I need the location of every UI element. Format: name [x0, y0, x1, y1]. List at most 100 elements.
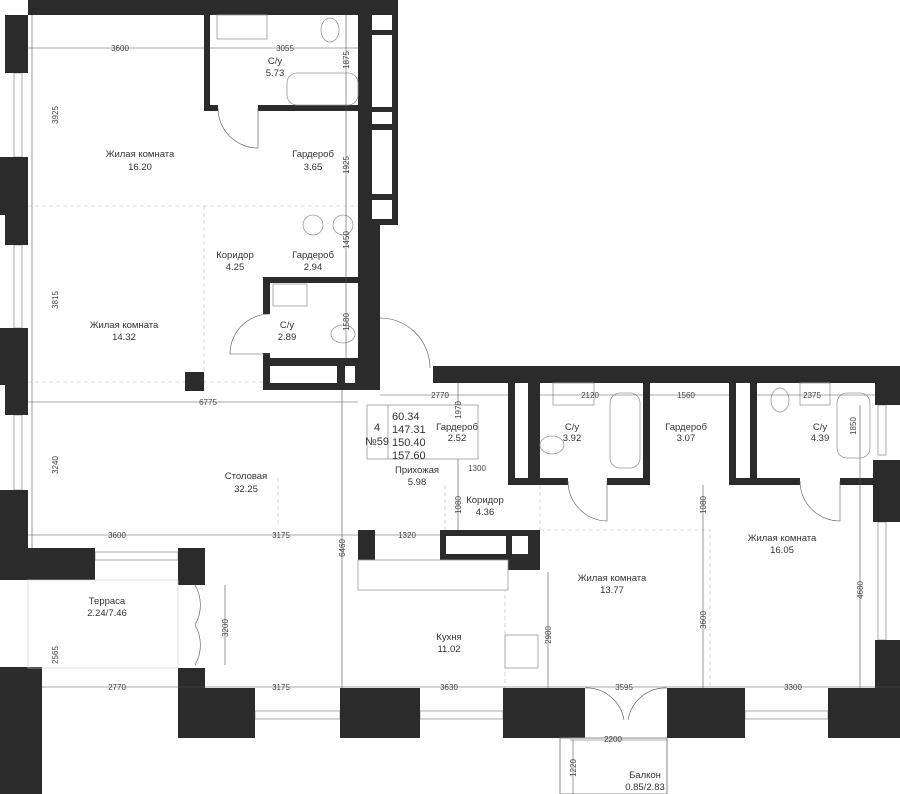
dimension-label: 1080 — [699, 496, 708, 514]
dimension-label: 1300 — [468, 464, 486, 473]
dimension-label: 3595 — [615, 683, 633, 692]
dimension-label: 2770 — [431, 391, 449, 400]
dimension-label: 1875 — [342, 51, 351, 69]
double-sink-icon — [216, 14, 268, 40]
dimension-label: 2980 — [544, 626, 553, 644]
dimension-label: 4680 — [856, 581, 865, 599]
dimension-label: 1080 — [454, 496, 463, 514]
dimension-label: 3175 — [272, 531, 290, 540]
dimension-label: 6460 — [338, 539, 347, 557]
cooktop-icon — [504, 634, 539, 669]
room-area: 16.05 — [770, 545, 794, 556]
room-area: 11.02 — [437, 644, 460, 655]
dimension-label: 3300 — [784, 683, 802, 692]
dimension-label: 6775 — [199, 398, 217, 407]
room-area: 32.25 — [234, 484, 258, 495]
dimension-lines — [28, 15, 900, 794]
room-name: Гардероб — [292, 250, 334, 261]
room-area: 16.20 — [128, 162, 152, 173]
dimension-label: 3600 — [699, 611, 708, 629]
dimension-label: 2770 — [108, 683, 126, 692]
room-area: 4.25 — [226, 262, 245, 273]
room-name: Жилая комната — [748, 533, 817, 544]
sink-icon — [552, 382, 595, 406]
dimension-label: 3240 — [51, 456, 60, 474]
dimension-label: 2565 — [51, 646, 60, 664]
toilet-icon — [770, 387, 790, 413]
balcony-outline — [559, 737, 668, 794]
room-area: 5.73 — [266, 68, 285, 79]
dimension-label: 1320 — [398, 531, 416, 540]
sink-icon — [799, 382, 831, 406]
kitchen-counter — [357, 559, 509, 591]
room-area: 2.24/7.46 — [87, 608, 127, 619]
room-name: Кухня — [436, 632, 461, 643]
dryer-icon — [332, 214, 354, 236]
room-name: Гардероб — [292, 149, 334, 160]
dimension-label: 2375 — [803, 391, 821, 400]
sink-icon — [272, 283, 308, 307]
room-name: Прихожая — [395, 465, 439, 476]
dimension-label: 3815 — [51, 291, 60, 309]
room-name: С/у — [813, 422, 828, 433]
room-area: 3.92 — [563, 433, 582, 444]
dimension-label: 1580 — [342, 313, 351, 331]
room-name: С/у — [280, 320, 295, 331]
dimension-label: 3630 — [440, 683, 458, 692]
washer-icon — [302, 214, 324, 236]
bathtub-icon — [836, 392, 871, 459]
apartment-info-box: 4 №59 60.34 147.31 150.40 157.60 — [365, 404, 479, 462]
apartment-number: №59 — [365, 436, 389, 448]
rooms-count: 4 — [374, 422, 380, 434]
room-name: Терраса — [89, 596, 126, 607]
area-value: 60.34 — [392, 411, 420, 423]
dimension-label: 2120 — [581, 391, 599, 400]
dimension-label: 1970 — [454, 401, 463, 419]
toilet-icon — [330, 324, 356, 344]
dimension-label: 3600 — [108, 531, 126, 540]
dimension-label: 1850 — [849, 417, 858, 435]
toilet-icon — [320, 17, 340, 43]
room-name: Жилая комната — [578, 573, 647, 584]
room-area: 2.89 — [278, 332, 297, 343]
room-name: Жилая комната — [106, 149, 175, 160]
room-name: Гардероб — [436, 422, 478, 433]
dimension-label: 3200 — [221, 619, 230, 637]
room-area: 13.77 — [600, 585, 624, 596]
room-area: 4.36 — [476, 507, 495, 518]
room-name: Столовая — [225, 471, 267, 482]
dimension-label: 1450 — [342, 231, 351, 249]
zone-lines — [28, 205, 711, 690]
terrace-outline — [27, 579, 179, 669]
room-name: Жилая комната — [90, 320, 159, 331]
dimension-label: 3175 — [272, 683, 290, 692]
fixtures — [27, 14, 871, 794]
room-name: С/у — [268, 56, 283, 67]
dimension-label: 1560 — [677, 391, 695, 400]
room-area: 14.32 — [112, 332, 136, 343]
room-area: 5.98 — [408, 477, 427, 488]
dimension-labels: 3600 3055 1875 3925 1925 1450 1580 3815 … — [51, 44, 865, 777]
room-labels: Жилая комната 16.20 Гардероб 3.65 С/у 5.… — [87, 56, 829, 793]
dimension-label: 3055 — [276, 44, 294, 53]
room-name: Гардероб — [665, 422, 707, 433]
dimension-label: 2200 — [604, 735, 622, 744]
room-name: Коридор — [466, 495, 504, 506]
bathtub-icon — [286, 72, 359, 106]
area-value: 150.40 — [392, 437, 426, 449]
room-area: 4.39 — [811, 433, 830, 444]
dimension-label: 3600 — [111, 44, 129, 53]
room-area: 3.65 — [304, 162, 323, 173]
bathtub-icon — [609, 392, 641, 469]
room-name: Балкон — [629, 770, 661, 781]
toilet-icon — [539, 435, 565, 455]
dimension-label: 1925 — [342, 156, 351, 174]
room-area: 2.94 — [304, 262, 323, 273]
room-area: 2.52 — [448, 433, 467, 444]
dimension-label: 3925 — [51, 106, 60, 124]
area-value: 147.31 — [392, 424, 426, 436]
room-area: 3.07 — [677, 433, 696, 444]
dimension-label: 1220 — [569, 759, 578, 777]
